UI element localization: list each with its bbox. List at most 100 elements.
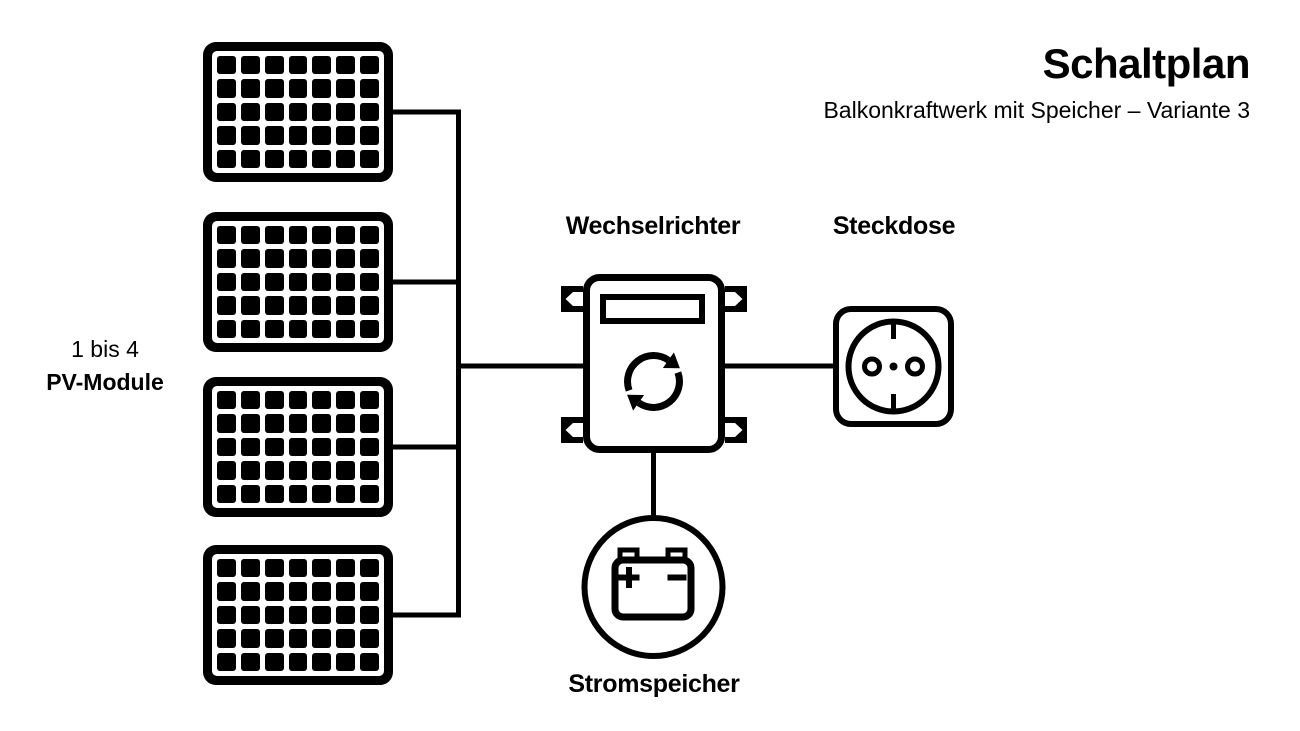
pv-module-2 bbox=[203, 212, 393, 352]
pv-cell bbox=[312, 102, 332, 122]
pv-cell bbox=[288, 414, 308, 433]
pv-cell bbox=[288, 437, 308, 457]
pv-cell bbox=[312, 272, 332, 292]
pv-cell bbox=[240, 102, 260, 122]
pv-cell bbox=[240, 272, 260, 292]
page-title: Schaltplan bbox=[1042, 40, 1251, 87]
pv-cell bbox=[336, 629, 356, 648]
pv-cell bbox=[264, 149, 284, 168]
pv-cell bbox=[336, 484, 356, 503]
pv-cell bbox=[312, 414, 332, 433]
pv-module-4 bbox=[203, 545, 393, 685]
battery-polarity-marks bbox=[618, 567, 687, 588]
pv-cell bbox=[240, 437, 260, 457]
pv-cell bbox=[264, 126, 284, 145]
pv-cell bbox=[336, 126, 356, 145]
pv-cell bbox=[288, 126, 308, 145]
pv-cell bbox=[240, 391, 260, 410]
pv-cell bbox=[217, 484, 236, 503]
pv-module-face bbox=[212, 386, 384, 508]
wires bbox=[393, 109, 836, 618]
pv-cell bbox=[217, 272, 236, 292]
page-subtitle: Balkonkraftwerk mit Speicher – Variante … bbox=[823, 97, 1250, 123]
pv-cell bbox=[312, 126, 332, 145]
battery-body bbox=[611, 556, 695, 621]
pv-cell bbox=[360, 461, 379, 480]
pv-cell bbox=[264, 296, 284, 315]
pv-cell bbox=[360, 629, 379, 648]
pv-cell bbox=[360, 79, 379, 98]
pv-cell bbox=[240, 249, 260, 268]
inverter-icon bbox=[561, 274, 747, 453]
pv-cell bbox=[288, 249, 308, 268]
pv-cell bbox=[264, 582, 284, 601]
pv-cell bbox=[312, 149, 332, 168]
inverter-label: Wechselrichter bbox=[565, 212, 741, 240]
pv-cell bbox=[336, 652, 356, 671]
schuko-socket-icon bbox=[833, 306, 954, 427]
pv-cell bbox=[360, 319, 379, 338]
pv-cell bbox=[288, 79, 308, 98]
pv-cell bbox=[264, 437, 284, 457]
pv-cell bbox=[288, 226, 308, 245]
pv-cell bbox=[336, 79, 356, 98]
pv-cell bbox=[312, 249, 332, 268]
pv-cell bbox=[336, 272, 356, 292]
pv-cell bbox=[336, 582, 356, 601]
pv-cell bbox=[336, 56, 356, 75]
pv-cell bbox=[240, 296, 260, 315]
pv-module-3 bbox=[203, 377, 393, 517]
pv-cell bbox=[240, 56, 260, 75]
pv-cell bbox=[312, 319, 332, 338]
pv-cell bbox=[336, 414, 356, 433]
pv-cell bbox=[264, 559, 284, 578]
pv-cell bbox=[288, 56, 308, 75]
pv-cell bbox=[240, 582, 260, 601]
pv-cell bbox=[217, 437, 236, 457]
pv-cell-grid bbox=[217, 226, 379, 338]
pv-cell bbox=[240, 629, 260, 648]
pv-cell bbox=[240, 414, 260, 433]
pv-cell bbox=[360, 149, 379, 168]
pv-cell bbox=[360, 272, 379, 292]
pv-cell bbox=[360, 559, 379, 578]
pv-module-face bbox=[212, 221, 384, 343]
pv-cell bbox=[360, 652, 379, 671]
inverter-display bbox=[600, 294, 705, 324]
pv-cell bbox=[360, 296, 379, 315]
pv-cell bbox=[288, 605, 308, 625]
pv-cell bbox=[360, 126, 379, 145]
pv-cell bbox=[288, 652, 308, 671]
pv-name-label: PV-Module bbox=[46, 369, 164, 396]
pv-cell bbox=[264, 272, 284, 292]
pv-cell bbox=[360, 391, 379, 410]
inverter-sync-icon bbox=[624, 352, 683, 411]
pv-cell bbox=[264, 652, 284, 671]
pv-cell bbox=[217, 414, 236, 433]
pv-cell bbox=[360, 437, 379, 457]
pv-cell bbox=[360, 56, 379, 75]
pv-cell bbox=[312, 559, 332, 578]
pv-cell bbox=[360, 605, 379, 625]
pv-cell bbox=[312, 605, 332, 625]
pv-cell bbox=[217, 461, 236, 480]
pv-cell bbox=[336, 461, 356, 480]
pv-cell bbox=[288, 319, 308, 338]
pv-cell bbox=[264, 226, 284, 245]
pv-cell bbox=[288, 102, 308, 122]
socket-hole-right bbox=[905, 356, 925, 377]
pv-cell bbox=[312, 56, 332, 75]
pv-cell bbox=[336, 319, 356, 338]
pv-cell bbox=[240, 559, 260, 578]
pv-cell bbox=[217, 249, 236, 268]
pv-cell bbox=[288, 296, 308, 315]
pv-modules-label: 1 bis 4 PV-Module bbox=[30, 336, 180, 396]
pv-cell bbox=[336, 559, 356, 578]
pv-cell bbox=[264, 249, 284, 268]
pv-cell bbox=[336, 605, 356, 625]
pv-cell bbox=[264, 56, 284, 75]
pv-cell bbox=[312, 484, 332, 503]
pv-cell bbox=[240, 226, 260, 245]
